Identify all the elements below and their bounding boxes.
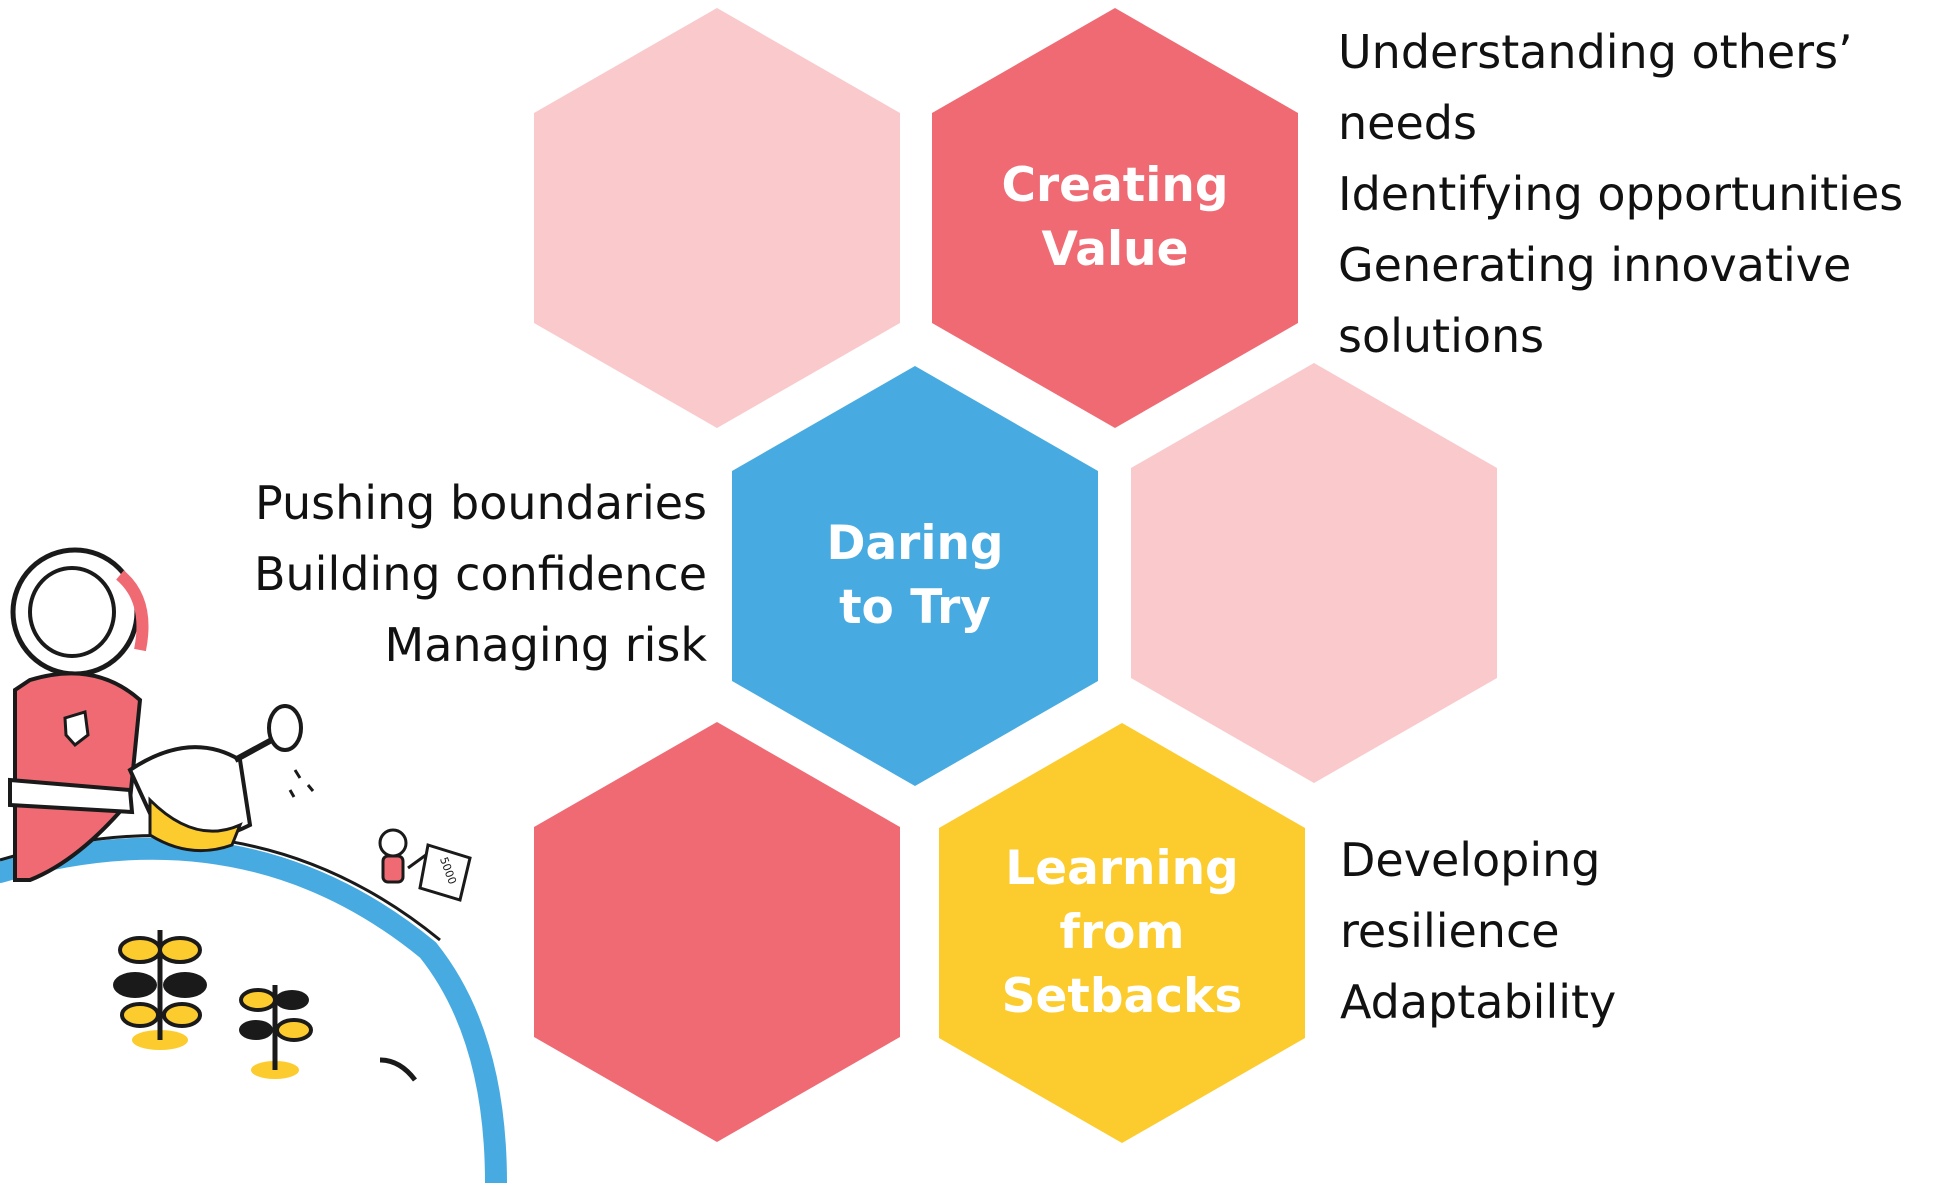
- phrase-line: Managing risk: [384, 618, 707, 672]
- phrase-line: Generating innovative: [1338, 238, 1852, 292]
- plant-icon: [113, 930, 207, 1050]
- small-astronaut-icon: [378, 828, 431, 884]
- watering-can-water: [148, 796, 243, 853]
- creating-value-phrases: Understanding others’ needs Identifying …: [1338, 17, 1903, 372]
- astronaut-badge-icon: [63, 710, 90, 748]
- hexagon-creating-value-title: Creating Value: [1001, 158, 1229, 277]
- phrase-line: solutions: [1338, 309, 1545, 363]
- hexagon-daring-to-try: Daring to Try: [732, 366, 1098, 786]
- planet-crater-icon: [379, 1057, 417, 1082]
- phrase-line: Identifying opportunities: [1338, 167, 1904, 221]
- astronaut-helmet-accent: [115, 570, 149, 652]
- phrase-line: needs: [1338, 96, 1477, 150]
- water-drops-icon: [288, 769, 315, 798]
- learning-from-setbacks-phrases: Developing resilience Adaptability: [1340, 825, 1616, 1038]
- hexagon-learning-from-setbacks: Learning from Setbacks: [939, 723, 1305, 1143]
- phrase-line: Developing: [1340, 833, 1601, 887]
- plant-icon: [239, 985, 313, 1079]
- hexagon-top-left: [534, 8, 900, 428]
- hexagon-middle-right: [1131, 363, 1497, 783]
- hexagon-creating-value: Creating Value: [932, 8, 1298, 428]
- phrase-line: Adaptability: [1340, 975, 1617, 1029]
- phrase-line: Understanding others’: [1338, 25, 1853, 79]
- astronaut-visor: [28, 566, 116, 658]
- hexagon-learning-from-setbacks-title: Learning from Setbacks: [1001, 841, 1243, 1024]
- hexagon-bottom-left: [534, 722, 900, 1142]
- phrase-line: resilience: [1340, 904, 1560, 958]
- phrase-line: Building confidence: [253, 547, 707, 601]
- planet-horizon-icon: [0, 837, 507, 1183]
- planet-body: [0, 842, 500, 1183]
- phrase-line: Pushing boundaries: [255, 476, 707, 530]
- astronaut-watering-plants-icon: 5000: [0, 547, 507, 1183]
- watering-can-rose: [267, 704, 303, 752]
- flag-icon: 5000: [418, 843, 472, 902]
- daring-to-try-phrases: Pushing boundaries Building confidence M…: [254, 468, 707, 681]
- astronaut-arm: [8, 777, 135, 815]
- hexagon-daring-to-try-title: Daring to Try: [826, 516, 1004, 635]
